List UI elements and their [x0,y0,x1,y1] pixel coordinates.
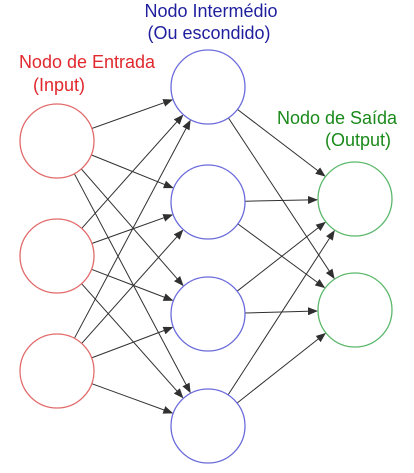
connections-group [73,99,335,414]
hidden-node-1 [170,49,246,125]
edge-hidden-2-to-output-2 [237,223,326,289]
edge-input-2-to-hidden-3 [91,268,174,301]
output-layer-label-line2: (Output) [325,130,391,150]
output-layer-label-line1: Nodo de Saída [277,108,398,128]
hidden-node-3 [170,276,246,352]
edge-input-3-to-hidden-4 [91,383,174,414]
edge-hidden-2-to-output-1 [244,195,318,204]
nodes-group [19,49,393,464]
input-layer-label-line1: Nodo de Entrada [19,52,156,72]
edge-hidden-1-to-output-1 [237,109,326,177]
input-layer-label-line2: (Input) [33,75,85,95]
edge-hidden-4-to-output-1 [227,230,335,396]
output-node-2 [317,272,393,348]
hidden-node-2 [170,164,246,240]
edge-input-2-to-hidden-1 [81,114,184,229]
edge-input-1-to-hidden-3 [80,168,184,287]
edge-hidden-1-to-output-2 [227,117,335,280]
edge-input-3-to-hidden-1 [73,119,191,339]
edge-input-1-to-hidden-4 [73,173,191,394]
edge-input-2-to-hidden-4 [81,283,184,399]
hidden-layer-label-line2: (Ou escondido) [147,23,270,43]
output-node-1 [317,161,393,237]
edge-hidden-4-to-output-2 [236,332,326,404]
edge-input-1-to-hidden-1 [91,99,174,129]
hidden-layer-label-line1: Nodo Intermédio [144,1,277,21]
edge-input-3-to-hidden-3 [91,326,174,359]
input-node-2 [19,218,95,294]
edge-hidden-3-to-output-2 [244,307,318,316]
hidden-node-4 [170,388,246,464]
input-node-1 [19,103,95,179]
edge-input-3-to-hidden-2 [81,229,184,344]
edge-hidden-3-to-output-1 [236,221,326,292]
input-node-3 [19,333,95,409]
